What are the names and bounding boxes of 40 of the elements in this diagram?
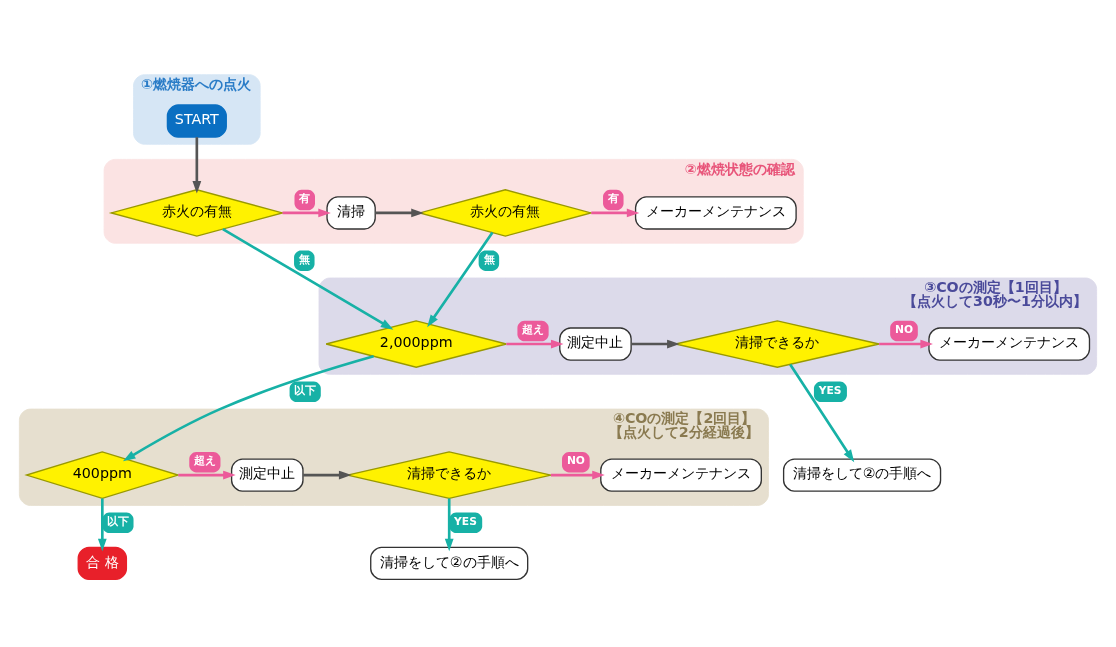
node-box: 合 格 (77, 546, 128, 581)
arrow (222, 228, 394, 330)
arrow (550, 470, 605, 480)
arrow (444, 498, 454, 552)
node-diamond: 清掃できるか (675, 320, 880, 368)
edge-label: YES (454, 515, 477, 529)
node-box: メーカーメンテナンス (928, 327, 1091, 361)
node-box: 測定中止 (230, 458, 304, 492)
edge-label: NO (566, 454, 585, 468)
node-box: メーカーメンテナンス (600, 458, 762, 492)
arrow (303, 470, 352, 480)
node-box: 清掃をして②の手順へ (782, 458, 942, 492)
arrow (631, 339, 680, 349)
node-box: 清掃をして②の手順へ (370, 546, 529, 581)
arrow (282, 208, 331, 218)
arrow (178, 470, 236, 480)
edge-label: 無 (483, 252, 495, 266)
edge-label: 無 (298, 252, 310, 266)
node-box: 清掃 (326, 196, 376, 230)
edge-label: 超え (194, 454, 217, 468)
arrow (591, 208, 640, 218)
edge-label: 以下 (294, 384, 317, 398)
arrow (789, 363, 855, 463)
arrow (122, 355, 374, 462)
arrow (192, 137, 202, 194)
edge-label: 以下 (107, 515, 130, 529)
edge-label: 有 (299, 192, 311, 206)
edge-label: 超え (522, 323, 545, 337)
node-box: START (166, 104, 227, 138)
arrow (97, 498, 107, 552)
arrow (375, 208, 424, 218)
node-diamond: 赤火の有無 (108, 189, 285, 237)
arrow (427, 231, 494, 328)
node-box: 測定中止 (559, 327, 632, 361)
arrow (506, 339, 564, 349)
arrow (879, 339, 933, 349)
edge-label: NO (895, 323, 914, 337)
edge-label: 有 (607, 192, 619, 206)
node-box: メーカーメンテナンス (634, 196, 797, 230)
edge-label: YES (818, 384, 842, 398)
